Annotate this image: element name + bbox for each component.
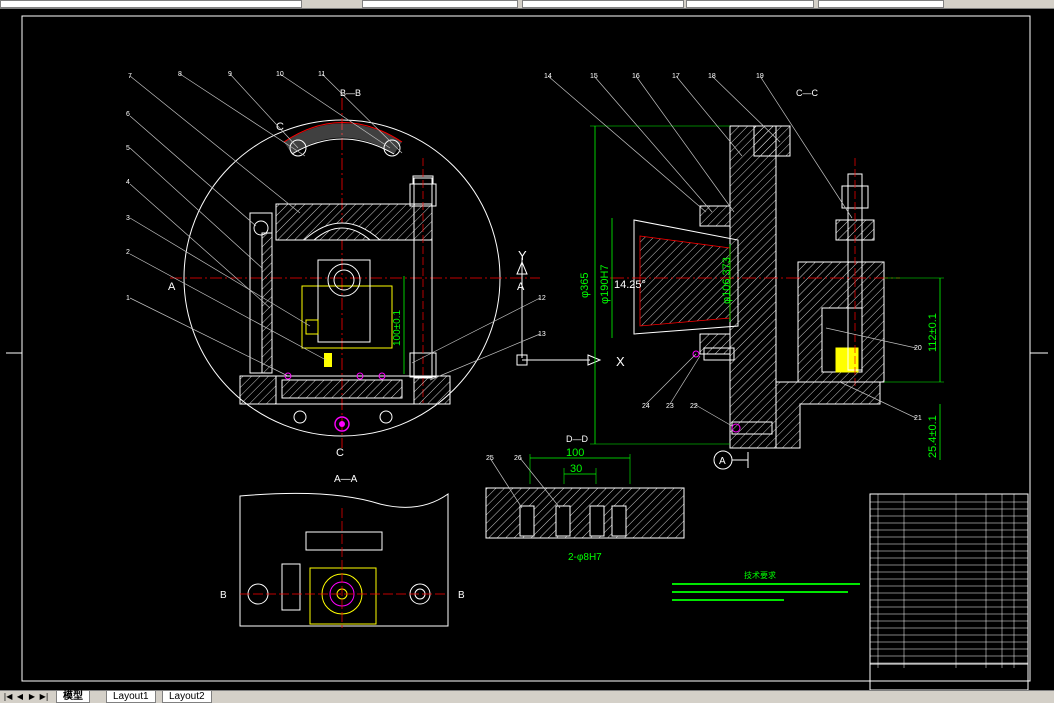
dim-dia365: φ365	[579, 273, 591, 299]
section-view-cc: φ365 φ190H7 φ106.373 14.25° 112±0.1 25.4…	[579, 125, 944, 470]
linetype-dropdown[interactable]	[522, 0, 684, 8]
tab-layout2[interactable]: Layout2	[162, 691, 212, 703]
axis-y-label: Y	[518, 248, 527, 263]
datum-a: A	[719, 456, 726, 467]
dim-100-dd: 100	[566, 447, 584, 459]
drawing-canvas[interactable]: Y X A A C C 100±0.1	[0, 8, 1054, 690]
notes-title: 技术要求	[744, 570, 776, 580]
callout-1: 1	[126, 295, 130, 302]
tab-layout1[interactable]: Layout1	[106, 691, 156, 703]
prev-tab-icon[interactable]: ◀	[16, 692, 24, 701]
callout-10: 10	[276, 71, 284, 78]
callout-12: 12	[538, 295, 546, 302]
tab-model[interactable]: 模型	[56, 691, 90, 703]
toolbar-strip	[0, 0, 1054, 9]
callout-5: 5	[126, 145, 130, 152]
cut-mark-c-bottom: C	[336, 447, 344, 459]
section-label-dd: D—D	[566, 434, 588, 444]
callout-14: 14	[544, 73, 552, 80]
callout-9: 9	[228, 71, 232, 78]
dim-pin: 2-φ8H7	[568, 552, 602, 563]
dim-angle: 14.25°	[614, 279, 646, 291]
callout-18: 18	[708, 73, 716, 80]
dim-112: 112±0.1	[927, 313, 939, 352]
dim-100: 100±0.1	[392, 309, 403, 346]
callout-20: 20	[914, 345, 922, 352]
next-tab-icon[interactable]: ▶	[28, 692, 36, 701]
plotstyle-dropdown[interactable]	[818, 0, 944, 8]
title-cell	[869, 663, 1029, 690]
sheet-border	[21, 15, 1031, 682]
dim-dia190: φ190H7	[599, 264, 611, 304]
callout-23: 23	[666, 403, 674, 410]
callout-4: 4	[126, 179, 130, 186]
leaders-left	[129, 73, 541, 381]
layer-dropdown[interactable]	[0, 0, 302, 8]
leaders-right	[547, 75, 917, 427]
callout-21: 21	[914, 415, 922, 422]
dim-25: 25.4±0.1	[927, 415, 939, 458]
callout-8: 8	[178, 71, 182, 78]
layout-tab-bar: |◀ ◀ ▶ ▶| 模型 Layout1 Layout2	[0, 690, 1054, 703]
dim-dia106: φ106.373	[721, 257, 733, 304]
first-tab-icon[interactable]: |◀	[3, 692, 13, 701]
axis-x-label: X	[616, 354, 625, 369]
cut-mark-b-left: B	[220, 590, 227, 601]
lineweight-dropdown[interactable]	[686, 0, 814, 8]
color-dropdown[interactable]	[362, 0, 518, 8]
callout-7: 7	[128, 73, 132, 80]
dim-30-dd: 30	[570, 463, 582, 475]
callout-19: 19	[756, 73, 764, 80]
cut-mark-c-top: C	[276, 121, 284, 133]
callout-16: 16	[632, 73, 640, 80]
callout-2: 2	[126, 249, 130, 256]
main-view-left: Y X A A C C 100±0.1	[168, 98, 625, 459]
callout-24: 24	[642, 403, 650, 410]
callout-13: 13	[538, 331, 546, 338]
callout-6: 6	[126, 111, 130, 118]
section-view-aa: A—A B B	[220, 474, 465, 628]
cut-mark-a-left: A	[168, 281, 176, 293]
technical-notes: 技术要求	[672, 570, 860, 601]
section-label-aa: A—A	[334, 474, 358, 485]
callout-3: 3	[126, 215, 130, 222]
title-block	[869, 493, 1029, 690]
callout-25: 25	[486, 455, 494, 462]
callout-17: 17	[672, 73, 680, 80]
last-tab-icon[interactable]: ▶|	[39, 692, 49, 701]
section-label-cc: C—C	[796, 88, 818, 98]
cut-mark-b-right: B	[458, 590, 465, 601]
section-label-bb: B—B	[340, 88, 361, 98]
callout-22: 22	[690, 403, 698, 410]
cut-mark-a-right: A	[517, 281, 525, 293]
section-view-dd: 100 30 2-φ8H7 D—D	[485, 434, 685, 563]
callout-15: 15	[590, 73, 598, 80]
callout-26: 26	[514, 455, 522, 462]
callout-11: 11	[318, 71, 325, 78]
